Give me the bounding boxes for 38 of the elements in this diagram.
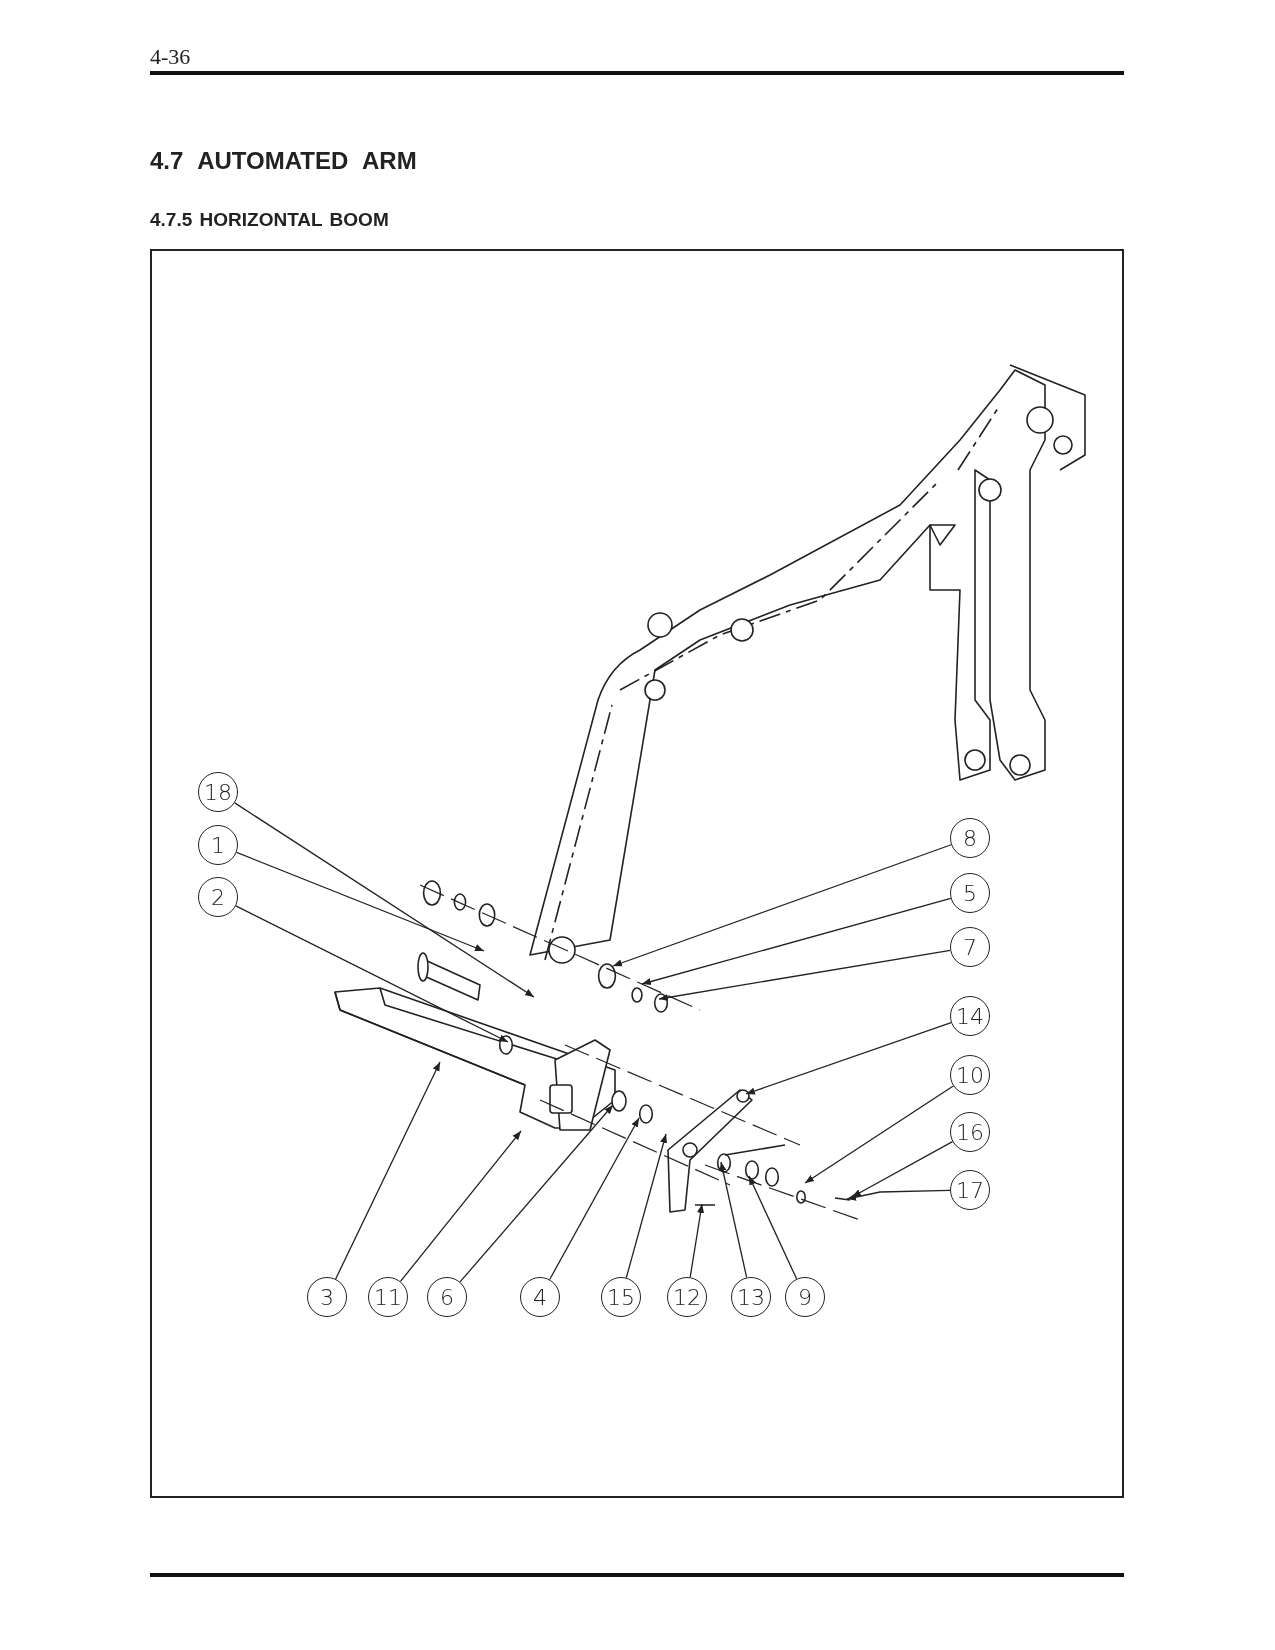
leader-line <box>235 905 509 1043</box>
leader-line <box>234 802 535 998</box>
subsection-heading: 4.7.5 HORIZONTAL BOOM <box>150 209 389 231</box>
callout-number: 4 <box>520 1277 560 1317</box>
leader-line <box>549 1117 640 1281</box>
leader-line <box>745 1021 952 1095</box>
callout-number: 18 <box>198 772 238 812</box>
callout-number: 8 <box>950 818 990 858</box>
leader-line <box>804 1085 954 1184</box>
leader-line <box>748 1175 798 1280</box>
leader-line <box>459 1104 614 1283</box>
leader-line <box>625 1133 668 1279</box>
leader-line <box>612 844 952 967</box>
callout-number: 17 <box>950 1170 990 1210</box>
callout-number: 13 <box>731 1277 771 1317</box>
leader-line <box>641 897 952 986</box>
callout-number: 6 <box>427 1277 467 1317</box>
callout-number: 10 <box>950 1055 990 1095</box>
callout-number: 12 <box>667 1277 707 1317</box>
leader-line <box>719 1161 748 1279</box>
callout-number: 11 <box>368 1277 408 1317</box>
callout-number: 14 <box>950 996 990 1036</box>
leader-line <box>335 1061 441 1280</box>
callout-number: 7 <box>950 927 990 967</box>
leader-line <box>846 1189 951 1201</box>
page-number: 4-36 <box>150 44 191 70</box>
callout-number: 15 <box>601 1277 641 1317</box>
callout-number: 9 <box>785 1277 825 1317</box>
section-heading: 4.7 AUTOMATED ARM <box>150 147 417 175</box>
callout-number: 5 <box>950 873 990 913</box>
callout-number: 3 <box>307 1277 347 1317</box>
callout-number: 1 <box>198 825 238 865</box>
leader-line <box>689 1203 705 1278</box>
callout-number: 16 <box>950 1112 990 1152</box>
leader-line <box>399 1130 522 1283</box>
leader-line <box>658 949 951 1002</box>
callout-number: 2 <box>198 877 238 917</box>
leader-line <box>235 851 485 952</box>
